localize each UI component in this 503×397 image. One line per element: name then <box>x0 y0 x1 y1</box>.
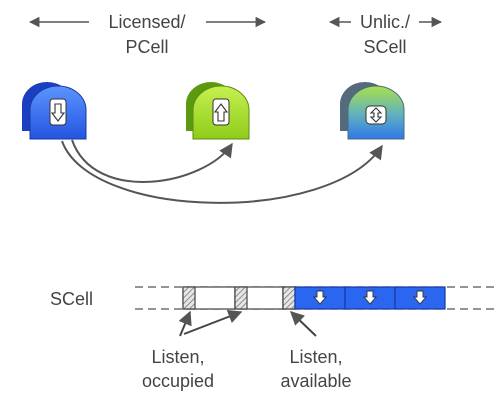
occupied-label-line2: occupied <box>142 371 214 391</box>
downlink-subframe <box>344 286 396 310</box>
available-label-line1: Listen, <box>289 347 342 367</box>
unlicensed-header: Unlic./ SCell <box>328 12 443 57</box>
available-pointer <box>289 311 317 337</box>
downlink-cell <box>22 82 87 140</box>
listen-slot-available <box>282 286 296 310</box>
occupied-pointer-2 <box>183 310 243 335</box>
arrow-up-icon <box>212 98 230 126</box>
listen-slot-occupied <box>234 286 248 310</box>
timeline-row-label: SCell <box>50 289 93 309</box>
arrow-updown-icon <box>365 105 387 125</box>
occupied-pointer-1 <box>178 310 192 337</box>
arrow-down-icon <box>363 290 377 305</box>
arrow-down-icon <box>313 290 327 305</box>
scell-label: SCell <box>363 37 406 57</box>
pcell-label: PCell <box>125 37 168 57</box>
arrow-down-icon <box>49 98 67 126</box>
listen-slot-occupied <box>182 286 196 310</box>
pcell-to-scell-arrow <box>61 140 383 204</box>
downlink-subframe <box>294 286 346 310</box>
pcell-to-uplink-arrow <box>71 139 233 183</box>
unlicensed-label: Unlic./ <box>360 12 410 32</box>
available-label-line2: available <box>280 371 351 391</box>
timeline-subframes <box>182 286 446 310</box>
uplink-cell <box>186 82 250 140</box>
arrow-down-icon <box>413 290 427 305</box>
occupied-label-line1: Listen, <box>151 347 204 367</box>
downlink-subframe <box>394 286 446 310</box>
licensed-header: Licensed/ PCell <box>28 12 267 57</box>
licensed-label: Licensed/ <box>108 12 185 32</box>
bidirectional-cell <box>340 82 405 140</box>
